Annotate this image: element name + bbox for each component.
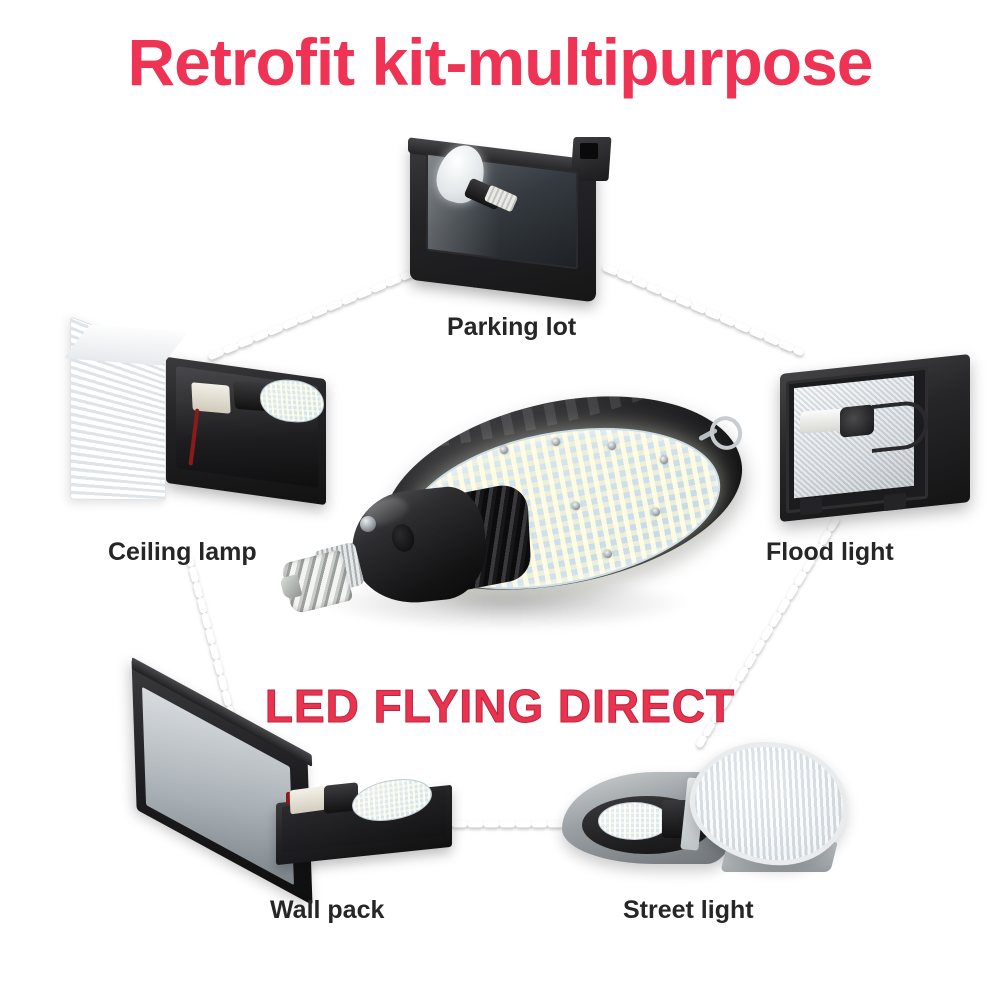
- hero-panel-screw: [660, 456, 668, 464]
- hero-led-retrofit-lamp: [279, 368, 760, 660]
- label-street-light: Street light: [623, 896, 754, 924]
- label-wall-pack: Wall pack: [270, 896, 385, 924]
- connector-flood-to-street: [696, 516, 840, 748]
- flood-light-retrofit-body: [840, 404, 874, 438]
- hero-panel-screw: [652, 508, 660, 516]
- label-parking-lot: Parking lot: [447, 313, 577, 341]
- hero-panel-screw: [608, 442, 616, 450]
- brand-name: LED FLYING DIRECT: [264, 680, 736, 732]
- fixture-flood-light: [776, 354, 982, 528]
- street-light-led-panel: [598, 802, 670, 840]
- fixture-street-light: [548, 730, 857, 886]
- wall-pack-socket: [289, 785, 327, 815]
- hero-bolt: [360, 516, 376, 532]
- fixture-parking-lot: [404, 133, 618, 308]
- connector-parking-to-flood: [602, 264, 804, 356]
- parking-lot-arm-opening: [580, 143, 598, 159]
- label-flood-light: Flood light: [766, 538, 894, 566]
- hero-panel-screw: [604, 550, 612, 558]
- flood-light-foot-left: [800, 496, 822, 516]
- connector-ceiling-to-parking: [208, 262, 434, 360]
- flood-light-foot-right: [884, 492, 906, 512]
- hero-panel-screw: [552, 438, 560, 446]
- label-ceiling-lamp: Ceiling lamp: [108, 538, 257, 566]
- hero-panel-screw: [572, 502, 580, 510]
- connector-wall-to-ceiling: [186, 556, 236, 722]
- page-title: Retrofit kit-multipurpose: [127, 25, 874, 99]
- hero-panel-screw: [500, 446, 508, 454]
